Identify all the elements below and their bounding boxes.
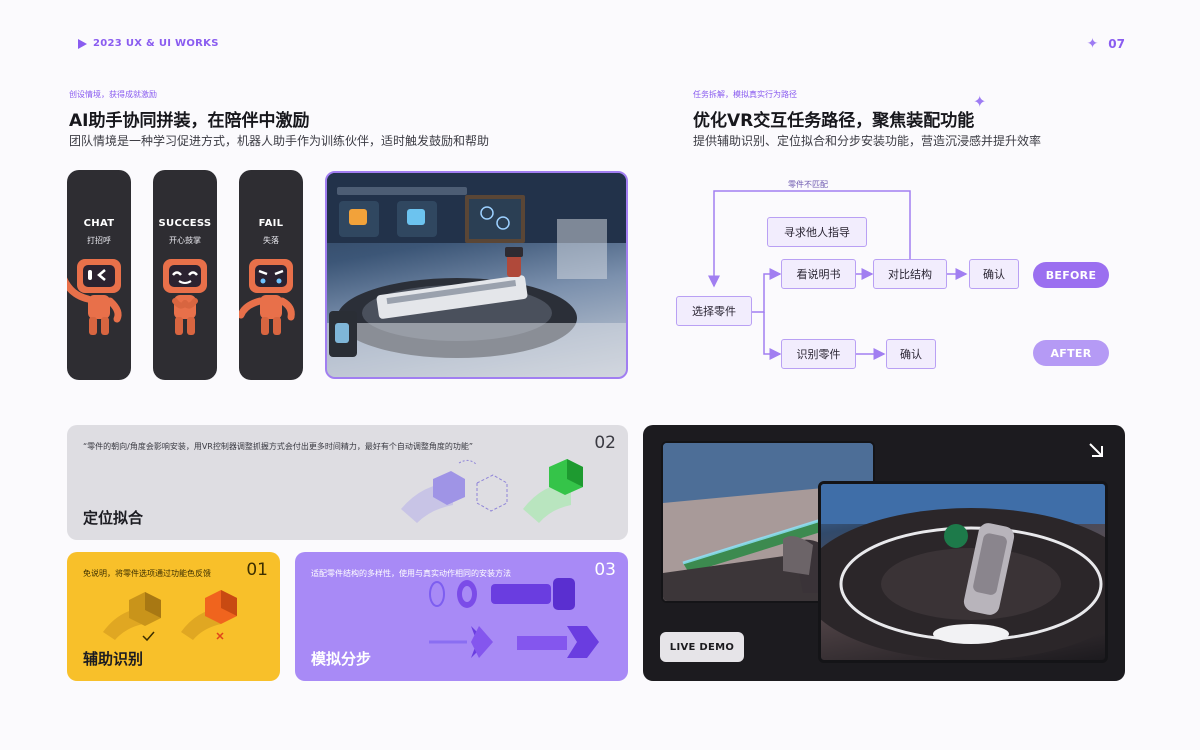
robot-card-sub: 开心鼓掌	[169, 236, 201, 245]
step-assembly-illustration	[429, 578, 599, 658]
card-quote: 适配零件结构的多样性，使用与真实动作相同的安装方法	[311, 569, 511, 578]
flow-node-read-manual: 看说明书	[781, 259, 856, 289]
left-description: 团队情境是一种学习促进方式，机器人助手作为训练伙伴，适时触发鼓励和帮助	[69, 134, 490, 148]
feature-card-identification: 免说明，将零件选项通过功能色反馈 01 辅助识别	[67, 552, 280, 681]
after-badge: AFTER	[1033, 340, 1109, 366]
task-flow-diagram: 零件不匹配 选择零件 寻求他人指导 看说明书 对比结构 确认 识别零件 确认 B…	[676, 176, 1116, 376]
demo-screenshot-2	[818, 481, 1108, 663]
page-number: 07	[1108, 37, 1125, 51]
card-number: 01	[246, 560, 268, 580]
flow-node-compare-structure: 对比结构	[873, 259, 947, 289]
card-title: 定位拟合	[83, 509, 144, 527]
flow-connectors	[708, 190, 968, 360]
robot-card-label: FAIL	[258, 218, 284, 229]
robot-card-sub: 失落	[263, 236, 279, 245]
robot-fail-icon	[239, 259, 295, 335]
sparkle-icon: ✦	[973, 92, 987, 111]
left-eyebrow: 创设情境，获得成就激励	[69, 90, 157, 99]
robot-success-icon	[163, 259, 207, 335]
flow-node-confirm-before: 确认	[969, 259, 1019, 289]
part-feedback-illustration	[103, 590, 237, 642]
part-alignment-illustration	[401, 459, 583, 523]
card-title: 模拟分步	[311, 650, 372, 668]
robot-card-sub: 打招呼	[87, 236, 111, 245]
flow-node-confirm-after: 确认	[886, 339, 936, 369]
robot-card-label: CHAT	[83, 218, 115, 229]
live-demo-button[interactable]: LIVE DEMO	[660, 632, 744, 662]
robot-chat-icon	[67, 259, 122, 335]
vr-scene-illustration	[327, 173, 626, 377]
flow-node-ask-guidance: 寻求他人指导	[767, 217, 867, 247]
card-number: 03	[594, 560, 616, 580]
flow-node-select-part: 选择零件	[676, 296, 752, 326]
right-description: 提供辅助识别、定位拟合和分步安装功能，营造沉浸感并提升效率	[693, 134, 1042, 148]
play-icon	[78, 38, 87, 49]
right-eyebrow: 任务拆解，模拟真实行为路径	[693, 90, 797, 99]
mismatch-label: 零件不匹配	[788, 180, 828, 189]
card-quote: “零件的朝向/角度会影响安装，用VR控制器调整抓握方式会付出更多时间精力，最好有…	[83, 442, 474, 451]
card-number: 02	[594, 433, 616, 453]
arrow-down-right-icon[interactable]	[1087, 441, 1105, 459]
page-indicator: ✦ 07	[1087, 36, 1125, 52]
robot-card-fail: FAIL 失落	[239, 170, 303, 380]
left-title: AI助手协同拼装，在陪伴中激励	[69, 111, 310, 131]
robot-card-chat: CHAT 打招呼	[67, 170, 131, 380]
card-title: 辅助识别	[83, 650, 144, 668]
robot-card-label: SUCCESS	[158, 218, 212, 229]
feature-card-simulation: 适配零件结构的多样性，使用与真实动作相同的安装方法 03 模拟分步	[295, 552, 628, 681]
sparkle-icon: ✦	[1086, 36, 1099, 52]
card-quote: 免说明，将零件选项通过功能色反馈	[83, 569, 211, 578]
before-badge: BEFORE	[1033, 262, 1109, 288]
demo-scene-2	[821, 484, 1105, 660]
header-logo: 2023 UX & UI WORKS	[78, 38, 219, 49]
robot-card-success: SUCCESS 开心鼓掌	[153, 170, 217, 380]
feature-card-positioning: “零件的朝向/角度会影响安装，用VR控制器调整抓握方式会付出更多时间精力，最好有…	[67, 425, 628, 540]
live-demo-panel: LIVE DEMO	[643, 425, 1125, 681]
vr-scene-image	[325, 171, 628, 379]
header-logo-text: 2023 UX & UI WORKS	[93, 38, 219, 49]
right-title: 优化VR交互任务路径，聚焦装配功能	[693, 111, 975, 131]
flow-node-identify-part: 识别零件	[781, 339, 856, 369]
